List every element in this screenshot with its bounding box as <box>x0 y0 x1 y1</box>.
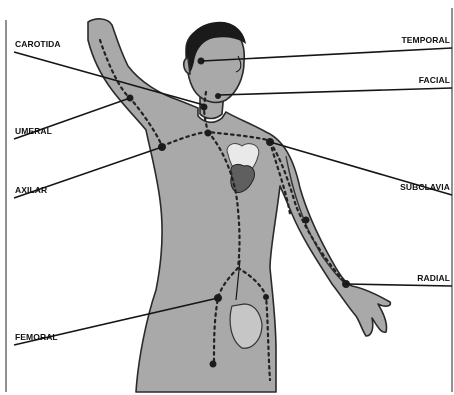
pulse-point-facial <box>215 93 221 99</box>
pulse-point-brachial <box>303 217 310 224</box>
label-umeral: UMERAL <box>15 126 52 136</box>
pulse-point-aortic-arch <box>205 130 212 137</box>
label-radial: RADIAL <box>417 273 450 283</box>
label-facial: FACIAL <box>419 75 450 85</box>
pulse-point-popliteal <box>210 361 217 368</box>
human-figure <box>88 19 390 392</box>
label-temporal: TEMPORAL <box>402 35 451 45</box>
pulse-point-femoral-right <box>263 294 269 300</box>
label-axilar: AXILAR <box>15 185 47 195</box>
leader-radial <box>346 284 452 286</box>
ear <box>184 58 190 74</box>
label-subclavia: SUBCLAVIA <box>400 182 450 192</box>
leader-facial <box>219 88 452 95</box>
label-carotida: CAROTIDA <box>15 39 61 49</box>
label-femoral: FEMORAL <box>15 332 58 342</box>
